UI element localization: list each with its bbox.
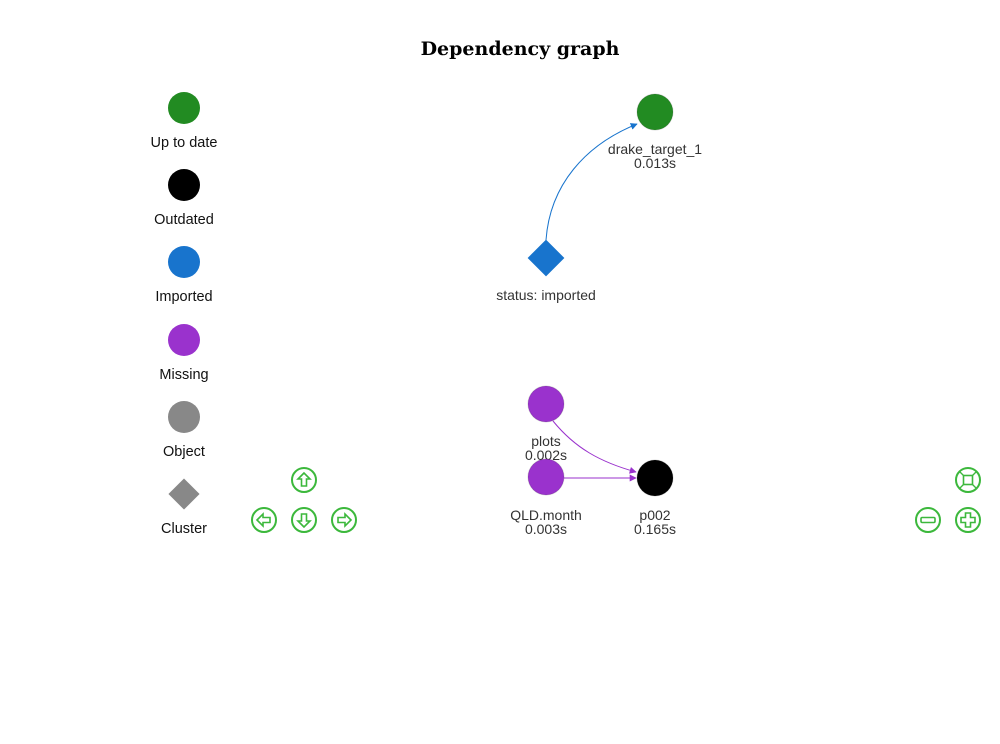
pan-left-button[interactable] — [251, 507, 277, 533]
arrow-right-icon — [337, 512, 353, 528]
arrow-left-icon — [255, 512, 271, 528]
plus-icon — [960, 512, 976, 528]
node-label: drake_target_1 — [608, 141, 702, 157]
arrow-down-icon — [296, 513, 312, 529]
node-qld-month[interactable]: QLD.month 0.003s — [510, 458, 582, 537]
up-to-date-swatch — [168, 92, 200, 124]
node-status-imported[interactable]: status: imported — [496, 239, 596, 303]
outdated-swatch — [168, 169, 200, 201]
missing-swatch — [168, 324, 200, 356]
zoom-extends-button[interactable] — [955, 467, 981, 493]
node-plots[interactable]: plots 0.002s — [525, 385, 567, 463]
object-swatch — [168, 401, 200, 433]
node-time: 0.003s — [525, 521, 567, 537]
fit-to-screen-icon — [959, 471, 977, 489]
pan-down-button[interactable] — [291, 507, 317, 533]
imported-swatch — [168, 246, 200, 278]
legend-label: Imported — [155, 289, 213, 305]
node-label: status: imported — [496, 287, 596, 303]
node-drake-target-1[interactable]: drake_target_1 0.013s — [608, 93, 702, 171]
page-title: Dependency graph — [420, 38, 620, 60]
legend-label: Missing — [159, 367, 209, 383]
node-time: 0.165s — [634, 521, 676, 537]
zoom-in-button[interactable] — [955, 507, 981, 533]
edge-plots-to-p002[interactable] — [552, 420, 637, 474]
node-time: 0.002s — [525, 447, 567, 463]
legend-label: Outdated — [154, 212, 214, 228]
legend-label: Up to date — [150, 135, 218, 151]
zoom-out-button[interactable] — [915, 507, 941, 533]
pan-right-button[interactable] — [331, 507, 357, 533]
node-p002[interactable]: p002 0.165s — [634, 459, 676, 537]
node-label: plots — [531, 433, 561, 449]
legend-label: Object — [163, 444, 205, 460]
node-label: QLD.month — [510, 507, 582, 523]
minus-icon — [920, 516, 936, 524]
legend-label: Cluster — [161, 521, 207, 537]
pan-up-button[interactable] — [291, 467, 317, 493]
arrow-up-icon — [296, 471, 312, 487]
edge-status-imported-to-drake-target-1[interactable] — [545, 123, 638, 241]
node-label: p002 — [639, 507, 670, 523]
node-time: 0.013s — [634, 155, 676, 171]
